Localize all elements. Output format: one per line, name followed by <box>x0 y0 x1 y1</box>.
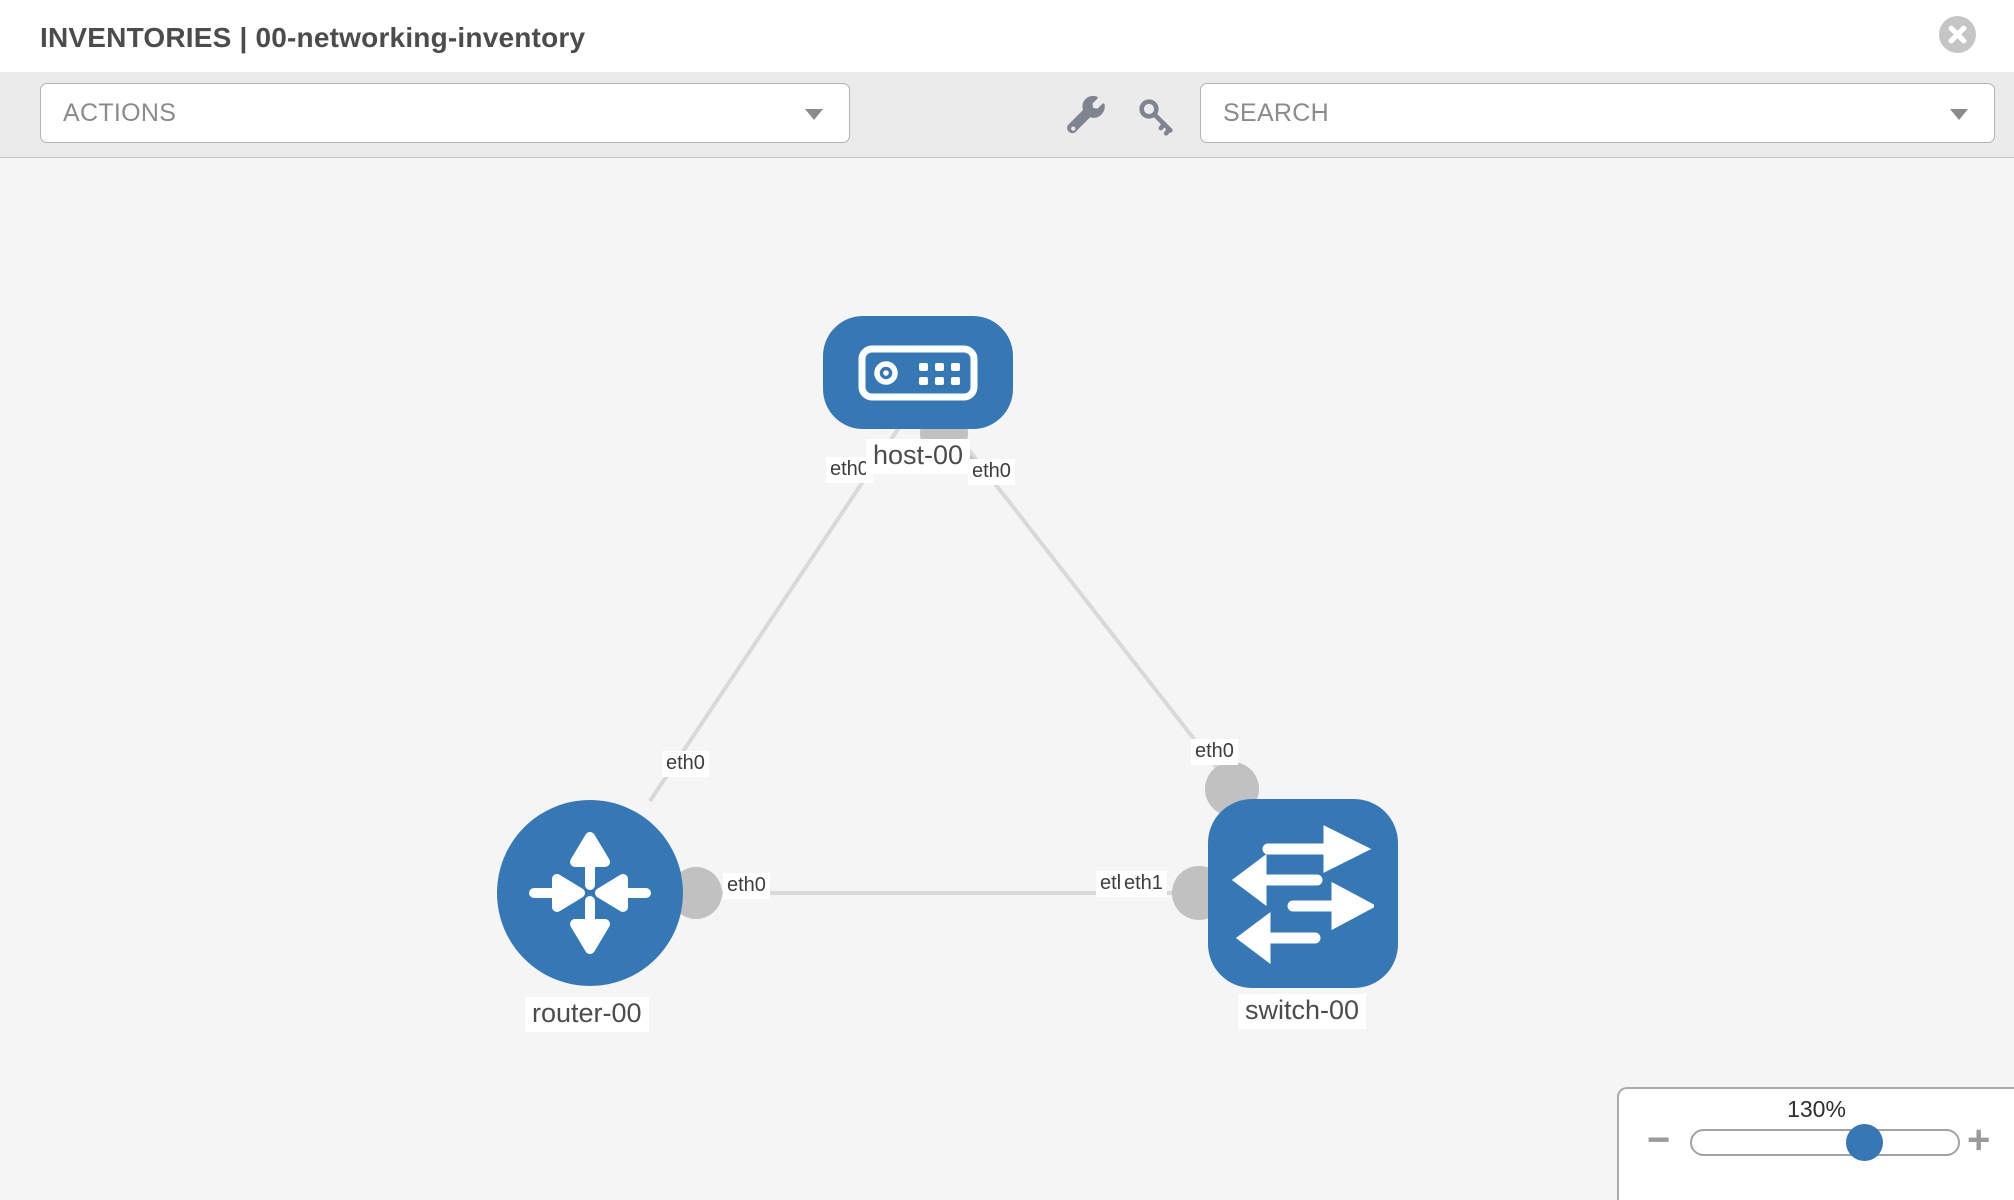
interface-bubble-router-eth0[interactable] <box>670 867 722 919</box>
interface-label: eth0 <box>1191 739 1238 765</box>
zoom-slider-handle[interactable] <box>1846 1124 1883 1161</box>
close-button[interactable] <box>1939 16 1976 53</box>
node-switch-00[interactable] <box>1208 799 1398 988</box>
wrench-icon <box>1067 95 1105 134</box>
zoom-out-button[interactable]: − <box>1647 1118 1671 1162</box>
topology-links-layer <box>648 409 1259 920</box>
page-title: INVENTORIES | 00-networking-inventory <box>40 22 586 53</box>
key-icon <box>1139 99 1173 136</box>
host-icon <box>858 345 978 400</box>
switch-icon <box>1232 824 1374 964</box>
search-dropdown-label: SEARCH <box>1223 98 1329 127</box>
interface-label: eth0 <box>662 751 709 777</box>
node-label-host: host-00 <box>866 439 971 474</box>
configure-button[interactable] <box>1062 92 1110 140</box>
caret-down-icon <box>1950 109 1968 120</box>
caret-down-icon <box>805 109 823 120</box>
zoom-slider-track[interactable] <box>1690 1129 1960 1156</box>
zoom-percent-label: 130% <box>1787 1096 1846 1122</box>
actions-dropdown[interactable]: ACTIONS <box>40 83 850 143</box>
node-router-00[interactable] <box>497 800 683 986</box>
link-host-switch <box>948 424 1235 791</box>
topology-canvas[interactable]: host-00 router-00 switch-00 eth0 eth0 et… <box>0 159 2014 1200</box>
interface-label: eth0 <box>826 457 873 483</box>
page-header: INVENTORIES | 00-networking-inventory <box>0 0 2014 72</box>
toolbar: ACTIONS SEARCH <box>0 72 2014 158</box>
zoom-control-panel: 130% − + <box>1617 1087 2014 1200</box>
router-icon <box>529 832 651 954</box>
actions-dropdown-label: ACTIONS <box>63 98 177 127</box>
interface-label: eth0 <box>723 873 770 899</box>
node-host-00[interactable] <box>823 316 1013 429</box>
close-icon <box>1948 25 1967 44</box>
interface-label: eth1 <box>1120 871 1167 897</box>
link-host-router <box>648 424 902 803</box>
credentials-button[interactable] <box>1132 92 1180 140</box>
search-dropdown[interactable]: SEARCH <box>1200 83 1995 143</box>
interface-label: eth0 <box>968 459 1015 485</box>
node-label-switch: switch-00 <box>1238 994 1367 1029</box>
zoom-in-button[interactable]: + <box>1967 1118 1991 1162</box>
node-label-router: router-00 <box>525 997 649 1032</box>
